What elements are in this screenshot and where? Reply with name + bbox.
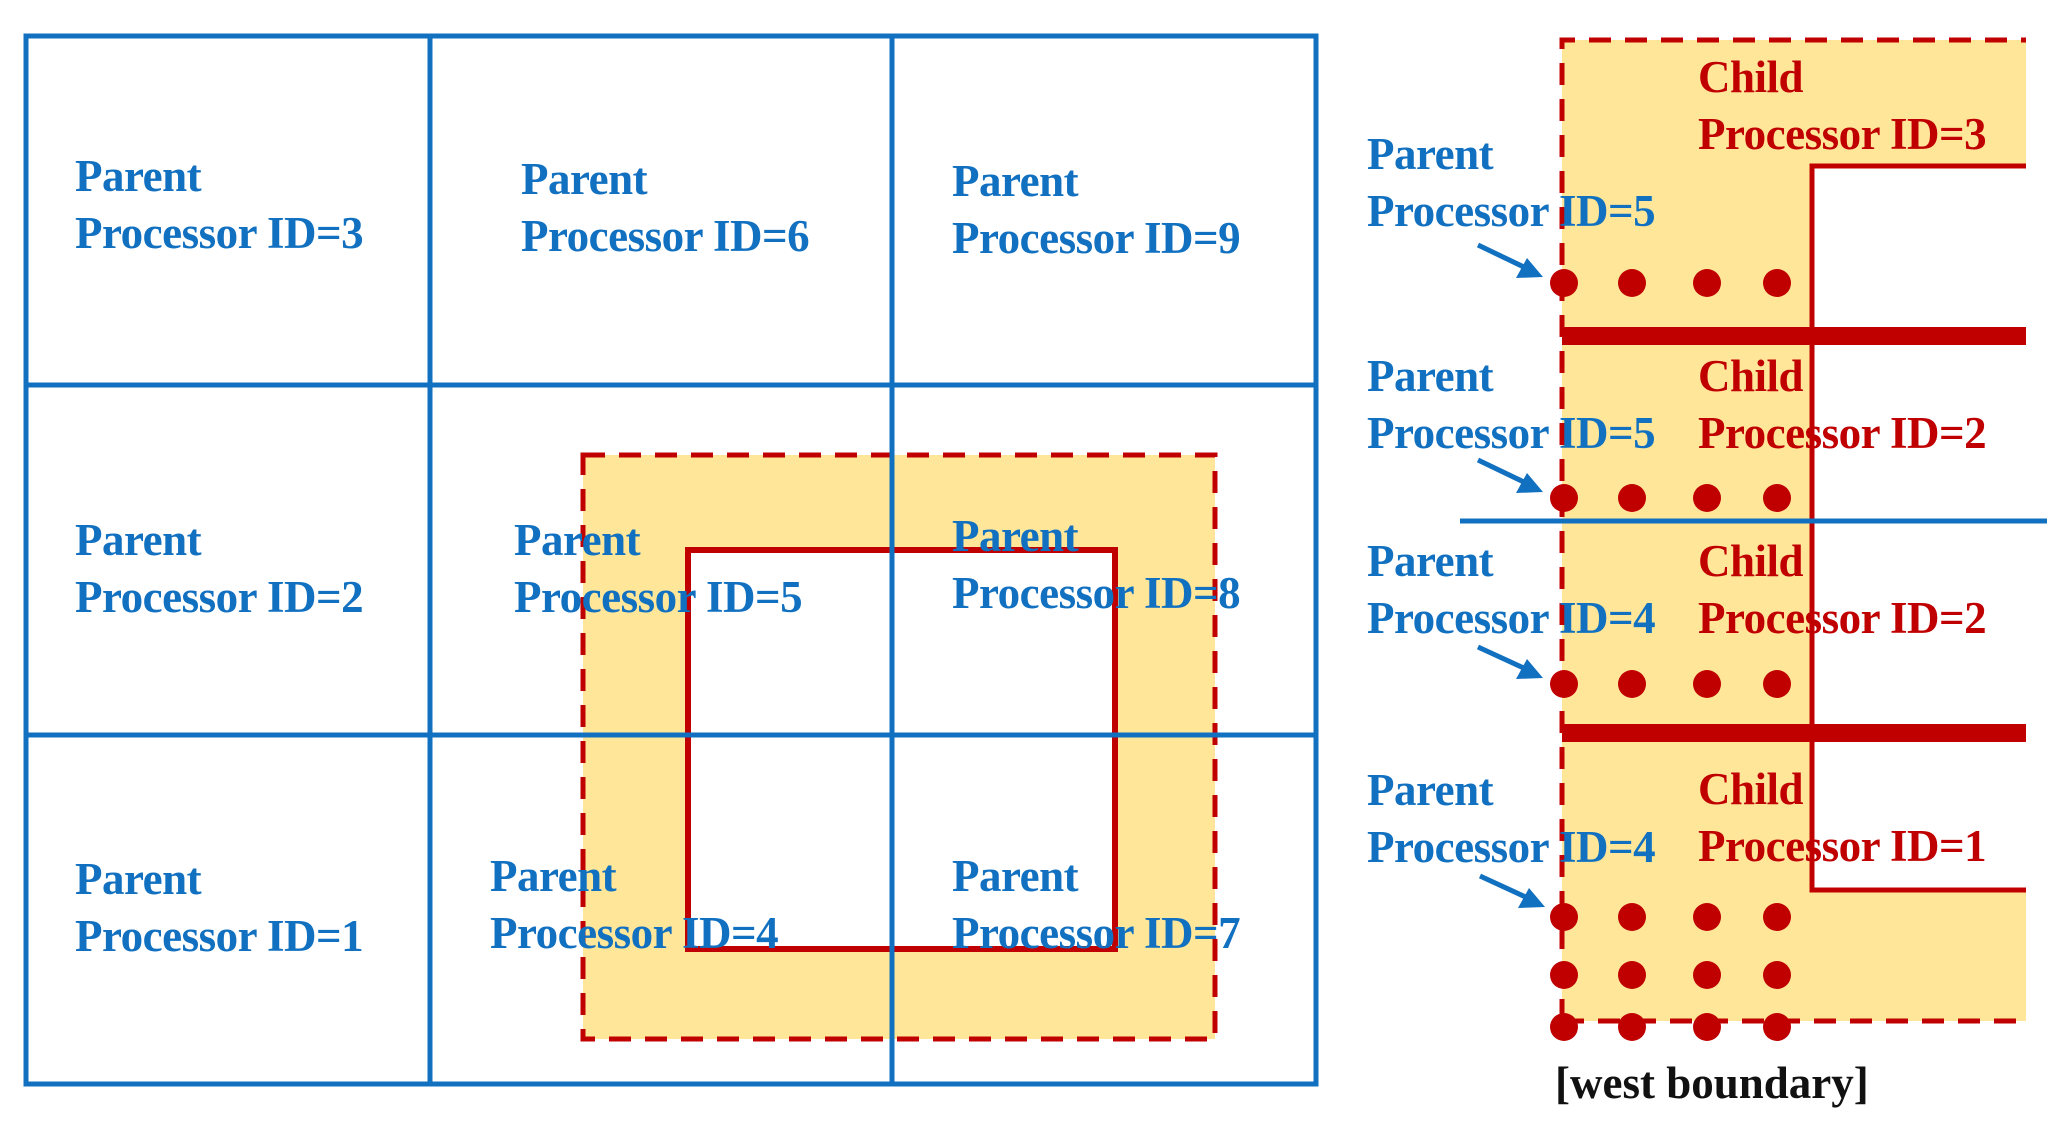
child-label-line1: Child (1698, 52, 1804, 102)
grid-point-dot (1763, 961, 1791, 989)
grid-point-dot (1763, 484, 1791, 512)
detail-segment: Parent Processor ID=5 Child Processor ID… (1367, 52, 1987, 236)
grid-points (1550, 269, 1791, 1041)
parent-label-line1: Parent (1367, 351, 1494, 401)
cell-label-line2: Processor ID=5 (514, 572, 802, 622)
grid-point-dot (1550, 903, 1578, 931)
parent-label-line2: Processor ID=4 (1367, 822, 1655, 872)
west-boundary-caption: [west boundary] (1555, 1058, 1869, 1108)
west-boundary-detail: Parent Processor ID=5 Child Processor ID… (1367, 37, 2047, 1108)
cell-label-line1: Parent (952, 511, 1079, 561)
child-separator (1562, 327, 2026, 345)
cell-label-line2: Processor ID=3 (75, 208, 363, 258)
cell-label: Parent Processor ID=4 (490, 851, 779, 958)
cell-label-line1: Parent (490, 851, 617, 901)
cell-label-line1: Parent (75, 854, 202, 904)
grid-point-dot (1550, 484, 1578, 512)
child-label-line2: Processor ID=1 (1698, 821, 1986, 871)
grid-point-dot (1618, 269, 1646, 297)
grid-point-dot (1763, 903, 1791, 931)
cell-label-line2: Processor ID=1 (75, 911, 363, 961)
grid-point-dot (1618, 670, 1646, 698)
cell-label-line2: Processor ID=6 (521, 211, 809, 261)
parent-label-line2: Processor ID=5 (1367, 408, 1655, 458)
parent-label-line2: Processor ID=4 (1367, 593, 1655, 643)
child-label-line1: Child (1698, 351, 1804, 401)
grid-point-dot (1763, 670, 1791, 698)
halo-fill (1562, 40, 2026, 1021)
grid-point-dot (1693, 1013, 1721, 1041)
child-label-line2: Processor ID=2 (1698, 408, 1986, 458)
child-label-line1: Child (1698, 764, 1804, 814)
grid-point-dot (1618, 484, 1646, 512)
parent-label-line1: Parent (1367, 765, 1494, 815)
cell-label: Parent Processor ID=7 (952, 851, 1241, 958)
arrow-down-right-icon (1476, 242, 1543, 278)
child-boundary (1809, 163, 2026, 893)
cell-label-line1: Parent (75, 151, 202, 201)
arrow-down-right-icon (1476, 644, 1543, 679)
cell-label: Parent Processor ID=3 (75, 151, 364, 258)
grid-point-dot (1550, 1013, 1578, 1041)
grid-point-dot (1693, 670, 1721, 698)
cell-label-line2: Processor ID=9 (952, 213, 1240, 263)
child-domain-box (685, 547, 1118, 952)
cell-label: Parent Processor ID=5 (514, 515, 803, 622)
parent-grid: Parent Processor ID=3 Parent Processor I… (23, 33, 1319, 1087)
grid-point-dot (1618, 961, 1646, 989)
cell-label: Parent Processor ID=1 (75, 854, 364, 961)
arrows (1476, 242, 1545, 908)
grid-point-dot (1693, 903, 1721, 931)
cell-label-line1: Parent (952, 156, 1079, 206)
cell-label-line2: Processor ID=4 (490, 908, 778, 958)
grid-point-dot (1763, 269, 1791, 297)
grid-point-dot (1550, 269, 1578, 297)
grid-point-dot (1693, 269, 1721, 297)
cell-label-line1: Parent (514, 515, 641, 565)
cell-label-line2: Processor ID=8 (952, 568, 1240, 618)
grid-border (23, 33, 1319, 1087)
cell-label: Parent Processor ID=6 (521, 154, 810, 261)
detail-segment: Parent Processor ID=4 Child Processor ID… (1367, 764, 1987, 872)
cell-label-line1: Parent (952, 851, 1079, 901)
cell-label-line2: Processor ID=7 (952, 908, 1240, 958)
cell-label-line2: Processor ID=2 (75, 572, 363, 622)
grid-point-dot (1618, 1013, 1646, 1041)
grid-point-dot (1550, 670, 1578, 698)
child-label-line1: Child (1698, 536, 1804, 586)
grid-point-dot (1693, 961, 1721, 989)
cell-label-line1: Parent (521, 154, 648, 204)
child-label-line2: Processor ID=3 (1698, 109, 1986, 159)
cell-label-line1: Parent (75, 515, 202, 565)
parent-label-line1: Parent (1367, 129, 1494, 179)
arrow-down-right-icon (1478, 873, 1545, 908)
cell-label: Parent Processor ID=9 (952, 156, 1241, 263)
arrow-down-right-icon (1476, 457, 1543, 493)
cell-label: Parent Processor ID=2 (75, 515, 364, 622)
parent-label-line1: Parent (1367, 536, 1494, 586)
grid-point-dot (1763, 1013, 1791, 1041)
parent-label-line2: Processor ID=5 (1367, 186, 1655, 236)
grid-point-dot (1550, 961, 1578, 989)
child-label-line2: Processor ID=2 (1698, 593, 1986, 643)
grid-point-dot (1618, 903, 1646, 931)
detail-segment: Parent Processor ID=4 Child Processor ID… (1367, 536, 1987, 643)
cell-label: Parent Processor ID=8 (952, 511, 1241, 618)
grid-point-dot (1693, 484, 1721, 512)
child-separator (1562, 724, 2026, 742)
detail-segment: Parent Processor ID=5 Child Processor ID… (1367, 351, 1987, 458)
